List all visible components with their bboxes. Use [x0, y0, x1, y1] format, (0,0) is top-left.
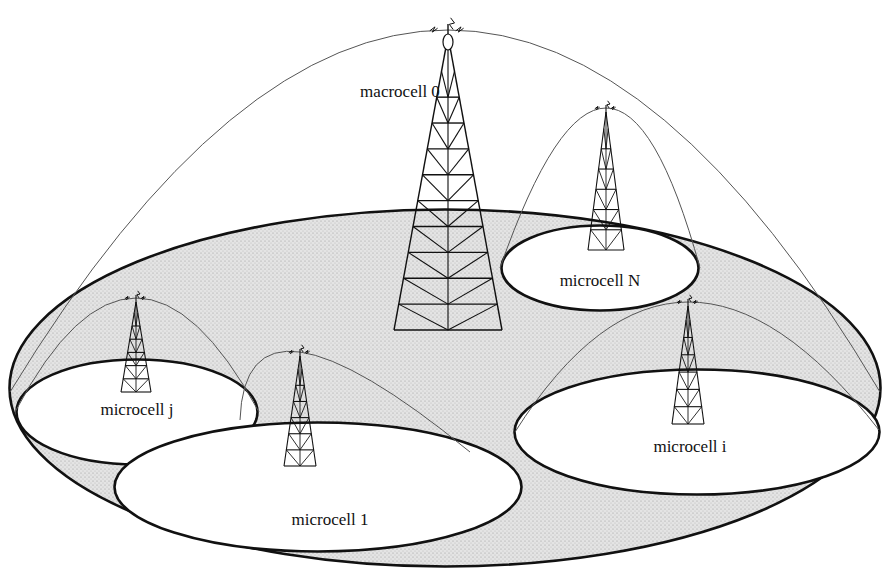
microcell-region: microcell N — [500, 224, 700, 312]
microcell-label: microcell 1 — [292, 511, 369, 530]
cell-outline — [513, 368, 881, 496]
microcell-region: microcell i — [513, 368, 881, 496]
macrocell-label: macrocell 0 — [360, 83, 440, 102]
microcell-label: microcell i — [653, 438, 726, 457]
microcell-label: microcell N — [560, 272, 641, 291]
macrocell-region: microcell N microcell j microcell 1 microce… — [8, 208, 882, 568]
cell-outline — [500, 224, 700, 312]
microcell-label: microcell j — [100, 401, 173, 420]
microcell-region: microcell 1 — [113, 421, 523, 553]
cell-outline — [113, 421, 523, 553]
